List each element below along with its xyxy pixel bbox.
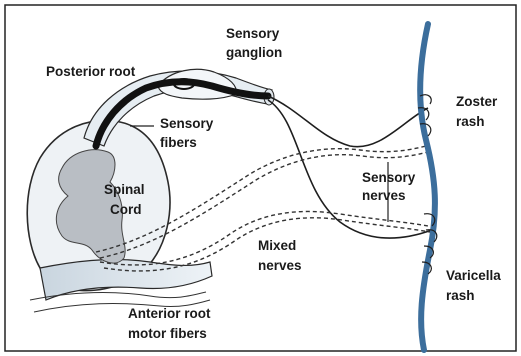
spinal-cord-label-2: Cord (110, 202, 142, 217)
varicella-rash-label-2: rash (446, 288, 475, 303)
sensory-nerve-upper (268, 96, 428, 147)
sensory-ganglion-label-1: Sensory (226, 26, 280, 41)
mixed-nerves-label-2: nerves (258, 258, 302, 273)
skin-surface (420, 24, 435, 350)
zoster-rash-label-2: rash (456, 114, 485, 129)
anterior-root-label-1: Anterior root (128, 306, 211, 321)
zoster-rash-label-1: Zoster (456, 94, 498, 109)
varicella-rash-label-1: Varicella (446, 268, 501, 283)
sensory-nerves-label-2: nerves (362, 188, 406, 203)
sensory-nerves-label-1: Sensory (362, 170, 416, 185)
sensory-ganglion-label-2: ganglion (226, 45, 282, 60)
mixed-nerves-label-1: Mixed (258, 238, 296, 253)
spinal-cord-label-1: Spinal (104, 182, 145, 197)
anterior-root-band (40, 260, 212, 300)
sensory-fibers-label-2: fibers (160, 135, 197, 150)
posterior-root-label: Posterior root (46, 64, 136, 79)
anterior-root-label-2: motor fibers (128, 326, 207, 341)
sensory-fibers-label-1: Sensory (160, 116, 214, 131)
